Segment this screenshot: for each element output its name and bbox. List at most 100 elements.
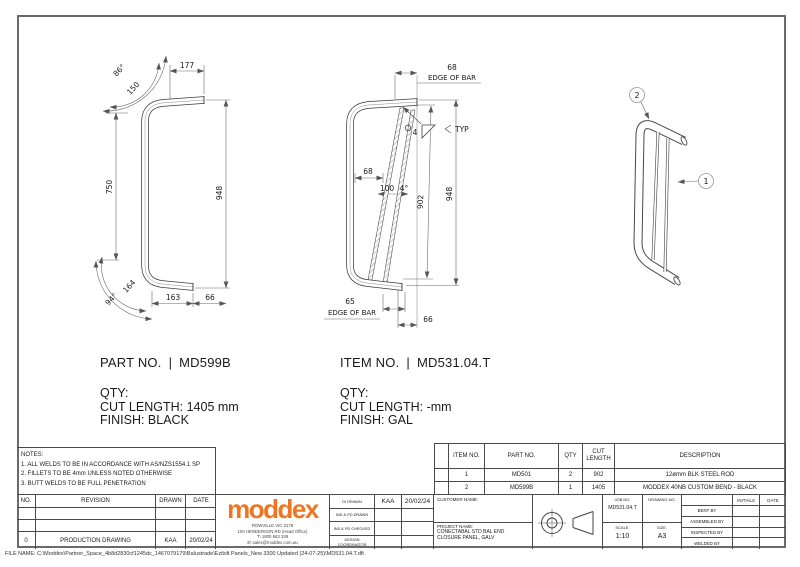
weld-size-text: 4 (413, 128, 418, 137)
table-cell: PRODUCTION DRAWING (36, 532, 156, 549)
table-cell (375, 522, 402, 536)
item-table: ITEM NO. PART NO. QTY CUT LENGTH DESCRIP… (434, 443, 786, 494)
iso-tube (633, 120, 688, 286)
balloon-2: 2 (629, 87, 650, 120)
part-finish: FINISH: BLACK (100, 413, 189, 427)
table-cell (760, 506, 786, 517)
approval-label: DESIGN COORDINATOR (330, 535, 375, 549)
signoff-label: WELDED BY (682, 538, 733, 549)
part-no-label: PART NO. (100, 355, 162, 370)
signoff-label: INSPECTED BY (682, 527, 733, 539)
project-name-value: CONECTABAL STD BAL END CLOSURE PANEL, GA… (437, 529, 505, 541)
dim-bottom-radius: 164 (121, 278, 138, 295)
scale-value: 1:10 (615, 533, 630, 540)
note-line: 3. BUTT WELDS TO BE FULL PENETRATION (21, 480, 146, 487)
table-cell: MD501 (485, 469, 559, 482)
drawing-no-label: DRAWING NO. (648, 497, 676, 502)
signoff-header-date: DATE (760, 495, 786, 506)
dim-top-offset: 68 (447, 63, 457, 72)
table-cell (36, 508, 156, 520)
item-cut-length: CUT LENGTH: -mm (340, 399, 452, 414)
dim-top-length: 177 (180, 61, 195, 70)
item-finish: FINISH: GAL (340, 413, 413, 427)
customer-name-label: CUSTOMER NAME: (437, 497, 479, 502)
approval-label: INS & PD CHECKED (330, 522, 375, 536)
side-view-tube (346, 98, 418, 291)
table-cell: 12ømm BLK STEEL ROD (615, 469, 785, 482)
dim-overall-height-side: 948 (445, 187, 454, 202)
item-no-separator: | (406, 355, 410, 370)
item-no-label: ITEM NO. (340, 355, 400, 370)
revision-header-drawn: DRAWN (156, 495, 186, 508)
brand-block: moddex ROWVILLE VIC 3178 100 HENDERSON R… (216, 495, 330, 549)
balloon-2-number: 2 (634, 91, 639, 100)
signoff-label: BENT BY (682, 506, 733, 517)
isometric-view-drawing: 2 1 (629, 87, 714, 286)
part-no-heading: PART NO.|MD599B (100, 355, 330, 370)
job-block: JOB NO. MD531.04.T DRAWING NO. SCALE. 1:… (603, 495, 682, 549)
table-cell (760, 528, 786, 539)
signoff-label: ASSEMBLED BY (682, 516, 733, 528)
brand-address-line: 100 HENDERSON RD (Head Office) (237, 528, 308, 534)
table-cell: 902 (583, 469, 615, 482)
size-label: SIZE. (656, 525, 667, 530)
label-edge-of-bar-bottom: EDGE OF BAR (328, 309, 376, 317)
front-view-dimension-lines (93, 55, 230, 322)
balloon-1: 1 (677, 173, 714, 189)
signoff-header-initials: INITIALS (733, 495, 760, 506)
item-no-heading: ITEM NO. | MD531.04.T (340, 355, 570, 370)
table-cell: 1 (449, 469, 485, 482)
customer-project-block: CUSTOMER NAME: PROJECT NAME: CONECTABAL … (434, 495, 533, 549)
table-cell: MODDEX 40NB CUSTOM BEND - BLACK (643, 484, 757, 491)
table-cell: 2 (449, 482, 485, 494)
table-cell: 20/02/24 (189, 537, 213, 544)
front-view-drawing: 86° 150 177 750 948 164 94° 163 66 (93, 55, 230, 322)
table-cell (17, 520, 36, 532)
table-cell (733, 516, 760, 528)
dim-rod-angle: 4° (400, 184, 409, 193)
table-cell (733, 538, 760, 549)
dim-bottom-offset-side: 66 (423, 315, 433, 324)
item-qty: QTY: (340, 386, 369, 400)
approval-table: DI DRAWN KAA 20/02/24 INS & PD DRAWN INS… (330, 495, 434, 549)
table-cell (36, 520, 156, 532)
dim-bottom-offset: 66 (205, 293, 215, 302)
size-value: A3 (657, 533, 667, 540)
moddex-logo: moddex (227, 494, 319, 524)
dim-bottom-length: 163 (166, 293, 181, 302)
front-view-tube (141, 96, 205, 291)
approval-date: 20/02/24 (402, 495, 433, 509)
approval-initials: KAA (375, 495, 402, 509)
weld-typ-text: TYP (454, 125, 469, 134)
revision-header-revision: REVISION (36, 495, 156, 508)
revision-header-date: DATE (186, 495, 216, 508)
table-cell (156, 520, 186, 532)
table-cell (733, 506, 760, 517)
table-cell (186, 520, 216, 532)
dim-bottom-edge-offset: 65 (345, 297, 355, 306)
table-cell (760, 517, 786, 528)
weld-symbol (402, 106, 452, 139)
job-no-value: MD531.04.T (608, 505, 637, 511)
item-spec-block: ITEM NO. | MD531.04.T QTY: CUT LENGTH: -mm… (340, 355, 570, 428)
item-no-value: MD531.04.T (416, 355, 491, 370)
table-cell: 0 (17, 532, 36, 549)
table-cell (156, 508, 186, 520)
brand-address-line: ROWVILLE VIC 3178 (251, 523, 294, 528)
table-cell (375, 508, 402, 522)
note-line: 1. ALL WELDS TO BE IN ACCORDANCE WITH AS… (21, 461, 200, 468)
balloon-1-number: 1 (703, 177, 708, 186)
dim-inner-height: 750 (105, 180, 114, 195)
dim-rod-length: 902 (416, 194, 426, 209)
table-cell (435, 482, 449, 494)
title-block-band: NO. REVISION DRAWN DATE 0 PRODUCTION DRA… (17, 494, 786, 549)
table-cell (375, 535, 402, 549)
notes-block: NOTES: 1. ALL WELDS TO BE IN ACCORDANCE … (17, 447, 216, 494)
table-cell (402, 536, 433, 550)
dim-rod-spacing: 100 (380, 184, 395, 193)
item-table-header-part-no: PART NO. (485, 444, 559, 469)
part-spec-block: PART NO.|MD599B QTY: CUT LENGTH: 1405 mm… (100, 355, 330, 428)
notes-title: NOTES: (21, 452, 44, 458)
label-edge-of-bar-top: EDGE OF BAR (428, 74, 476, 82)
